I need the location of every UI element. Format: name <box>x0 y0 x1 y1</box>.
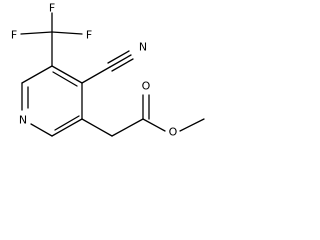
bond-ester-o-methyl <box>179 118 205 132</box>
ring-bond-n-c2 <box>30 123 53 137</box>
bond-ring-cn <box>81 66 111 84</box>
ester-oxygen-label: O <box>169 126 178 139</box>
fluorine-label-top: F <box>49 2 55 15</box>
nitrile-triple-bond-2 <box>107 50 130 64</box>
bond-carbonyl-ester-o <box>142 118 166 132</box>
ring-bond-c4-c5 <box>51 65 83 84</box>
nitrile-triple-bond-1 <box>109 54 132 68</box>
nitrile-triple-bond-3 <box>111 58 134 72</box>
bond-ch2-carbonyl <box>111 118 144 137</box>
fluorine-label-left: F <box>11 29 17 42</box>
ring-bond-c4-c5-inner <box>52 71 78 87</box>
ring-nitrogen-label: N <box>19 114 27 127</box>
ring-bond-c5-c6 <box>21 65 53 84</box>
carbonyl-oxygen-label: O <box>142 80 151 93</box>
ring-bond-c2-c3 <box>51 118 83 137</box>
ring-bond-c2-c3-inner <box>54 115 80 131</box>
bond-c-f3 <box>51 31 83 35</box>
bond-c-f2 <box>20 31 53 35</box>
nitrile-nitrogen-label: N <box>139 41 147 54</box>
fluorine-label-right: F <box>86 29 92 42</box>
bond-ring-ch2 <box>81 118 113 137</box>
molecule-diagram: F F F N N O O <box>11 2 205 139</box>
